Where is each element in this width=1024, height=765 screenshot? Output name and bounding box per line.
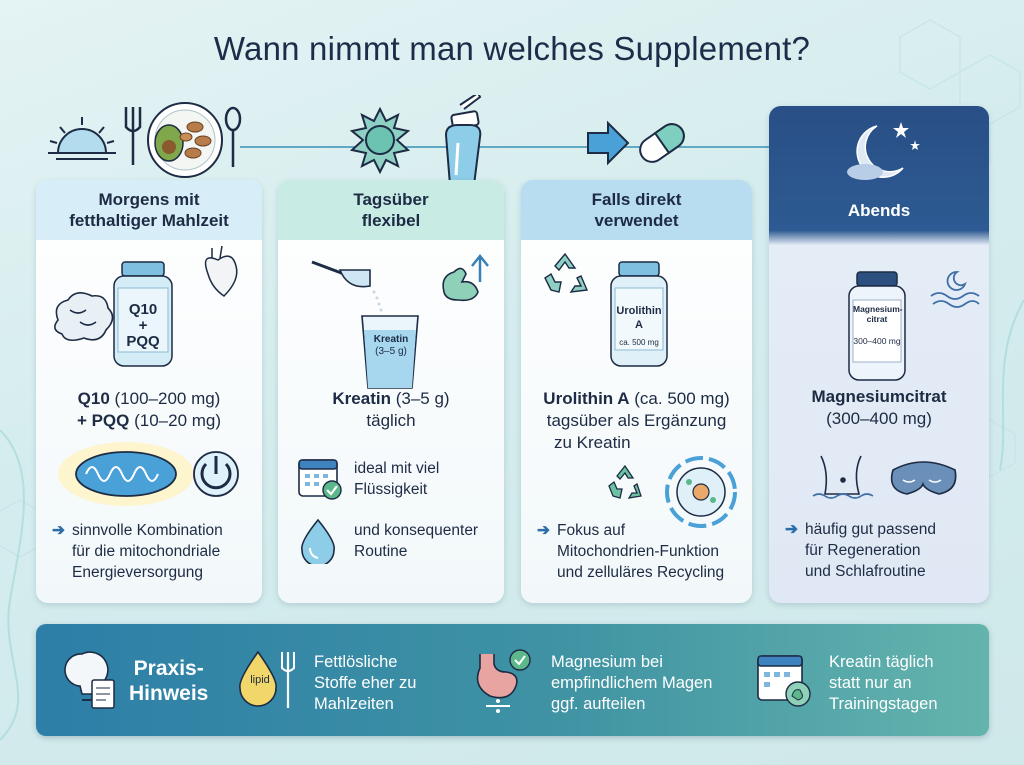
lipid-drop-icon	[239, 650, 295, 708]
water-drop-icon	[301, 518, 335, 564]
scoop-icon	[311, 260, 383, 312]
page-title: Wann nimmt man welches Supplement?	[213, 30, 811, 67]
effect-note: ➔ sinnvolle Kombination für die mitochon…	[52, 522, 223, 581]
glass-icon	[361, 315, 419, 389]
arrow-icon: ➔	[537, 522, 550, 539]
practice-hint-label: Praxis- Hinweis	[129, 657, 209, 705]
power-icon	[193, 451, 239, 497]
plate-icon	[147, 102, 223, 178]
arrow-icon: ➔	[52, 522, 65, 539]
supplement-bottle-icon	[610, 261, 668, 367]
main-dosage: Q10 (100–200 mg) + PQQ (10–20 mg)	[76, 389, 222, 430]
cell-cycle-icon	[665, 456, 737, 528]
effect-note: ➔ Fokus auf Mitochondrien-Funktion und z…	[537, 522, 725, 581]
main-dosage: Urolithin A (ca. 500 mg) tagsüber als Er…	[543, 389, 730, 452]
effect-note: ➔ häufig gut passend für Regeneration un…	[785, 521, 936, 580]
supplement-bottle-icon	[848, 271, 906, 381]
recycle-icon	[608, 464, 642, 499]
sun-icon	[349, 106, 411, 175]
water-bottle-icon	[444, 95, 482, 186]
supplement-bottle-icon	[113, 261, 173, 367]
capsule-icon	[639, 123, 685, 163]
arrow-icon: ➔	[785, 521, 798, 538]
recycle-icon	[544, 252, 589, 293]
sunrise-icon	[48, 117, 116, 160]
card-heading: Abends	[847, 200, 911, 220]
main-dosage: Kreatin (3–5 g) täglich	[332, 389, 450, 430]
moon-waves-icon	[930, 271, 980, 308]
arrow-right-icon	[587, 120, 630, 166]
bottle-label: Magnesium- citrat 300–400 mg	[853, 304, 903, 346]
main-dosage: Magnesiumcitrat (300–400 mg)	[811, 387, 947, 428]
mitochondria-icon	[75, 451, 177, 497]
lightbulb-icon	[64, 651, 115, 709]
lipid-label: lipid	[250, 674, 270, 686]
brain-icon	[54, 292, 114, 342]
fork-icon	[124, 107, 142, 165]
heart-icon	[204, 245, 238, 297]
calendar-dumbbell-icon	[757, 655, 811, 707]
glass-label: Kreatin (3–5 g)	[373, 334, 409, 357]
calendar-check-icon	[298, 459, 342, 500]
bottle-label: Urolithin A ca. 500 mg	[616, 305, 662, 347]
card-evening: Abends Magnesium- citrat 300–400 mg Magn…	[769, 106, 989, 603]
timeline	[48, 95, 770, 186]
bottle-label: Q10 + PQQ	[126, 301, 160, 350]
belly-icon	[812, 455, 874, 499]
sleep-mask-icon	[890, 461, 957, 495]
muscle-icon	[442, 253, 489, 302]
stomach-icon	[476, 649, 531, 713]
spoon-icon	[224, 106, 242, 167]
moon-stars-icon	[847, 122, 920, 180]
